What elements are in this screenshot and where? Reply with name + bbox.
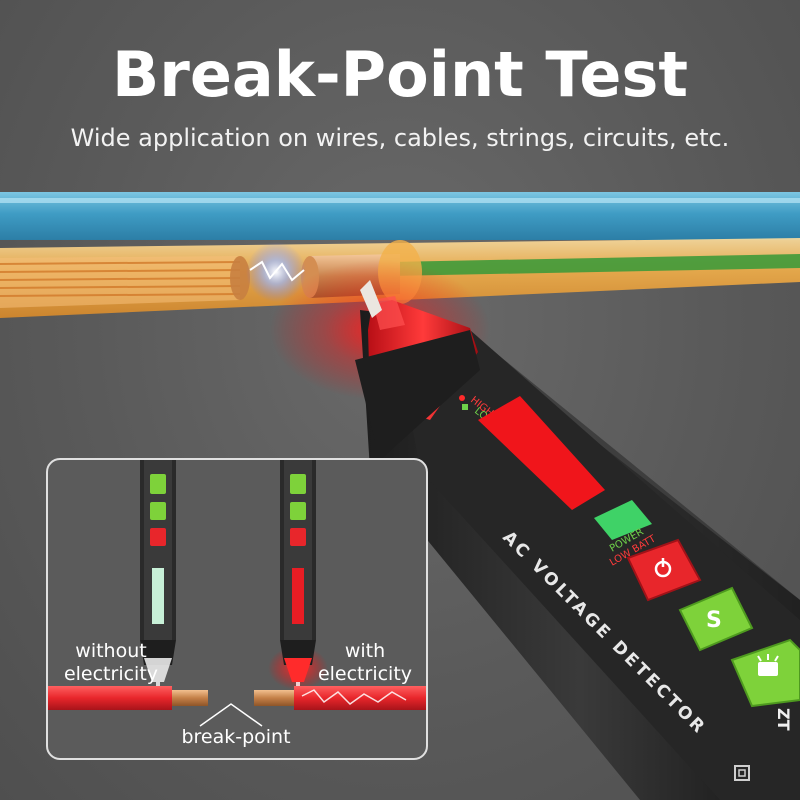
page-title: Break-Point Test bbox=[112, 38, 688, 111]
lcd-display-red bbox=[478, 396, 605, 510]
certification-icon bbox=[734, 765, 750, 781]
certification-inner-icon bbox=[738, 769, 746, 777]
power-icon bbox=[654, 558, 672, 578]
left-pen-power-button bbox=[150, 528, 166, 546]
right-pen-flashlight-button bbox=[290, 474, 306, 494]
right-pen-power-button bbox=[290, 528, 306, 546]
blue-wire bbox=[0, 192, 800, 240]
break-point-pointer bbox=[199, 703, 263, 727]
power-button[interactable] bbox=[626, 538, 702, 602]
left-pen-s-button bbox=[150, 502, 166, 520]
low-square-icon bbox=[462, 404, 468, 410]
label-with-electricity: with electricity bbox=[317, 640, 413, 685]
high-dot-icon bbox=[459, 395, 465, 401]
label-break-point: break-point bbox=[181, 726, 291, 748]
left-pen-lcd bbox=[152, 568, 164, 624]
right-pen-s-button bbox=[290, 502, 306, 520]
voltage-detector: HIGH LOW POWER LOW BATT S bbox=[355, 280, 800, 800]
right-pen bbox=[268, 460, 328, 694]
comparison-inset: without electricity with electricity bre… bbox=[46, 458, 428, 760]
page-subtitle: Wide application on wires, cables, strin… bbox=[70, 124, 730, 152]
flashlight-button[interactable] bbox=[730, 638, 800, 708]
power-indicator-light bbox=[594, 500, 652, 540]
red-cable-left bbox=[48, 686, 208, 710]
detector-model: ZT bbox=[774, 708, 793, 731]
electricity-spark-icon bbox=[301, 689, 407, 705]
right-pen-lcd bbox=[292, 568, 304, 624]
s-button-label: S bbox=[706, 608, 722, 633]
left-pen-flashlight-button bbox=[150, 474, 166, 494]
s-button[interactable]: S bbox=[678, 586, 754, 652]
label-without-electricity: without electricity bbox=[63, 640, 159, 685]
red-cable-right bbox=[254, 686, 426, 710]
left-pen bbox=[140, 460, 176, 694]
inset-illustration bbox=[48, 460, 426, 727]
flashlight-icon bbox=[757, 654, 779, 676]
